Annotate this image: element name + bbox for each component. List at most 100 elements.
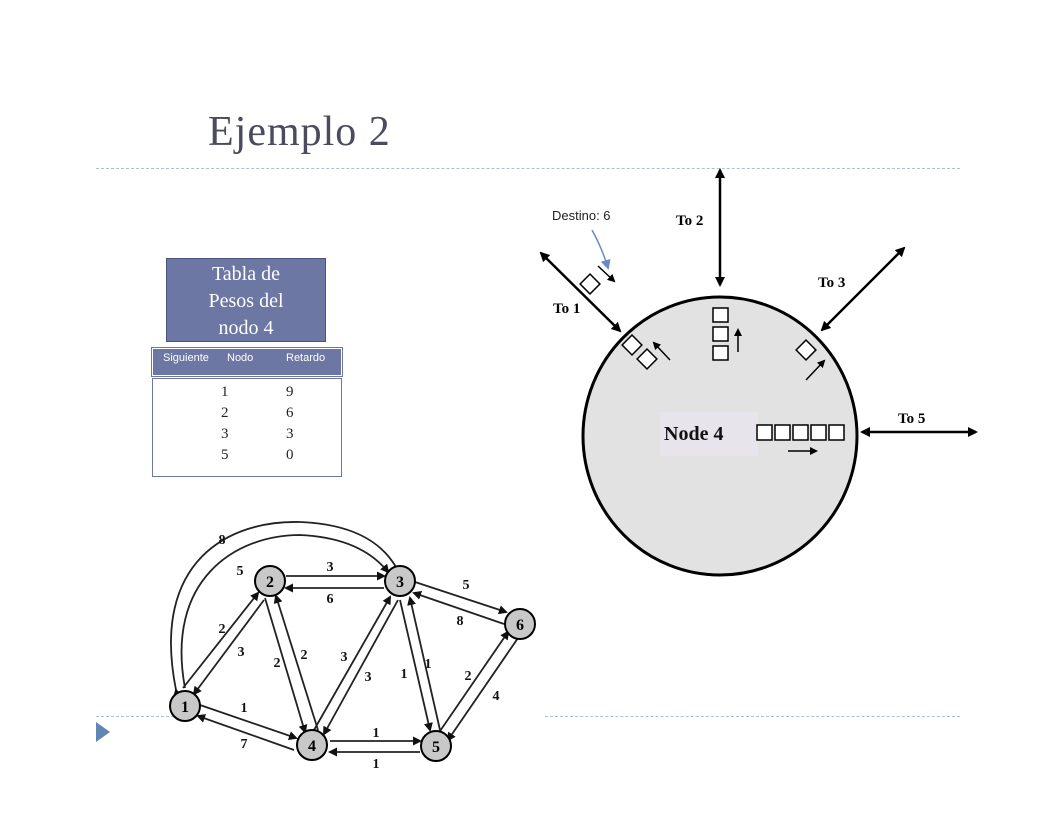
edge-weight: 8	[219, 533, 226, 548]
edge-weight: 8	[457, 614, 464, 629]
edge-2-1	[192, 599, 265, 696]
column-header-nodo: Nodo	[227, 352, 254, 364]
edge-arc-1-3-inner	[180, 534, 390, 689]
packet-direction-arrow	[597, 265, 616, 283]
weights-table-body: 1 9 2 6 3 3 5 0	[152, 378, 342, 477]
bullet-arrow-icon	[96, 722, 110, 742]
edge-weight: 2	[219, 622, 226, 637]
edge-3-5	[399, 599, 433, 732]
table-row: 5 0	[153, 447, 341, 465]
queue-packet	[712, 326, 729, 342]
queue-arrow-to-3	[805, 359, 826, 381]
edge-weight: 1	[241, 701, 248, 716]
edge-arc-1-3-outer	[170, 521, 397, 698]
node-4-label: Node 4	[664, 423, 723, 445]
packet	[579, 273, 601, 295]
destination-pointer-arrow	[591, 229, 611, 270]
edge-1-2	[182, 591, 260, 689]
link-label-to-2: To 2	[676, 213, 703, 229]
graph-node-label-6: 6	[516, 617, 524, 634]
table-cell-delay: 3	[286, 426, 294, 442]
edge-2-4	[264, 597, 308, 734]
graph-node-1	[169, 690, 201, 722]
queue-packet	[795, 339, 817, 361]
weights-table-title-line-1: Tabla de	[211, 263, 280, 285]
queue-packet	[712, 307, 729, 323]
link-label-to-1: To 1	[553, 301, 580, 317]
graph-node-label-5: 5	[432, 739, 440, 756]
node-4-label-bg	[660, 412, 758, 456]
edge-weight: 1	[373, 757, 380, 772]
queue-packet	[792, 424, 809, 441]
edge-weight: 1	[373, 726, 380, 741]
edge-3-4	[323, 599, 399, 736]
queue-packet	[774, 424, 791, 441]
edge-weight: 1	[401, 667, 408, 682]
edge-1-4	[199, 704, 298, 740]
slide-title: Ejemplo 2	[208, 109, 391, 155]
edge-weight: 3	[341, 650, 348, 665]
weights-table-header: Siguiente Nodo Retardo	[151, 347, 343, 377]
column-header-siguiente: Siguiente	[163, 352, 209, 364]
edge-4-3	[313, 595, 391, 731]
table-row: 1 9	[153, 384, 341, 402]
edge-weight: 4	[493, 689, 500, 704]
graph-node-label-4: 4	[308, 738, 316, 755]
graph-node-label-3: 3	[396, 574, 404, 591]
queue-packet	[712, 345, 729, 361]
table-cell-delay: 0	[286, 447, 294, 463]
table-cell-node: 5	[221, 447, 229, 463]
graph-node-6	[504, 608, 536, 640]
edge-weight: 2	[301, 648, 308, 663]
weights-table-title-line-2: Pesos del	[208, 290, 284, 312]
edge-5-3	[407, 596, 441, 731]
link-label-to-3: To 3	[818, 275, 845, 291]
table-cell-node: 1	[221, 384, 229, 400]
edge-weight: 6	[327, 592, 334, 607]
graph-node-2	[254, 565, 286, 597]
edge-weight: 5	[237, 564, 244, 579]
edge-3-6	[414, 581, 508, 615]
bottom-divider-right	[545, 716, 960, 717]
edge-weight: 1	[425, 657, 432, 672]
graph-node-label-2: 2	[266, 574, 274, 591]
edge-4-1	[196, 714, 295, 751]
edge-weight: 7	[241, 737, 248, 752]
table-cell-delay: 6	[286, 405, 294, 421]
graph-node-3	[384, 565, 416, 597]
edge-6-5	[446, 637, 519, 742]
edge-weight: 3	[327, 560, 334, 575]
table-row: 2 6	[153, 405, 341, 423]
weights-table-title: Tabla de Pesos del nodo 4	[166, 258, 326, 342]
edge-weight: 2	[274, 656, 281, 671]
graph-node-5	[420, 730, 452, 762]
edge-4-2	[273, 594, 319, 731]
queue-packet	[621, 334, 643, 356]
edge-5-6	[437, 630, 510, 735]
destination-label: Destino: 6	[552, 208, 611, 223]
edge-weight: 3	[238, 645, 245, 660]
graph-node-label-1: 1	[181, 699, 189, 716]
weights-table-title-line-3: nodo 4	[218, 317, 274, 339]
queue-packet	[636, 348, 658, 370]
table-cell-node: 3	[221, 426, 229, 442]
table-cell-delay: 9	[286, 384, 294, 400]
graph-node-4	[296, 729, 328, 761]
edge-weight: 3	[365, 670, 372, 685]
column-header-retardo: Retardo	[286, 352, 326, 364]
queue-arrow-to-1	[652, 341, 671, 361]
edge-weight: 2	[465, 669, 472, 684]
edge-weight: 5	[463, 578, 470, 593]
table-row: 3 3	[153, 426, 341, 444]
table-cell-node: 2	[221, 405, 229, 421]
link-arrow-to-3	[820, 246, 906, 332]
link-label-to-5: To 5	[898, 411, 925, 427]
bottom-divider-left	[96, 716, 174, 717]
link-arrow-to-1	[539, 251, 622, 333]
queue-packet	[810, 424, 827, 441]
edge-6-3	[412, 591, 505, 625]
queue-packet	[756, 424, 773, 441]
queue-packet	[828, 424, 845, 441]
